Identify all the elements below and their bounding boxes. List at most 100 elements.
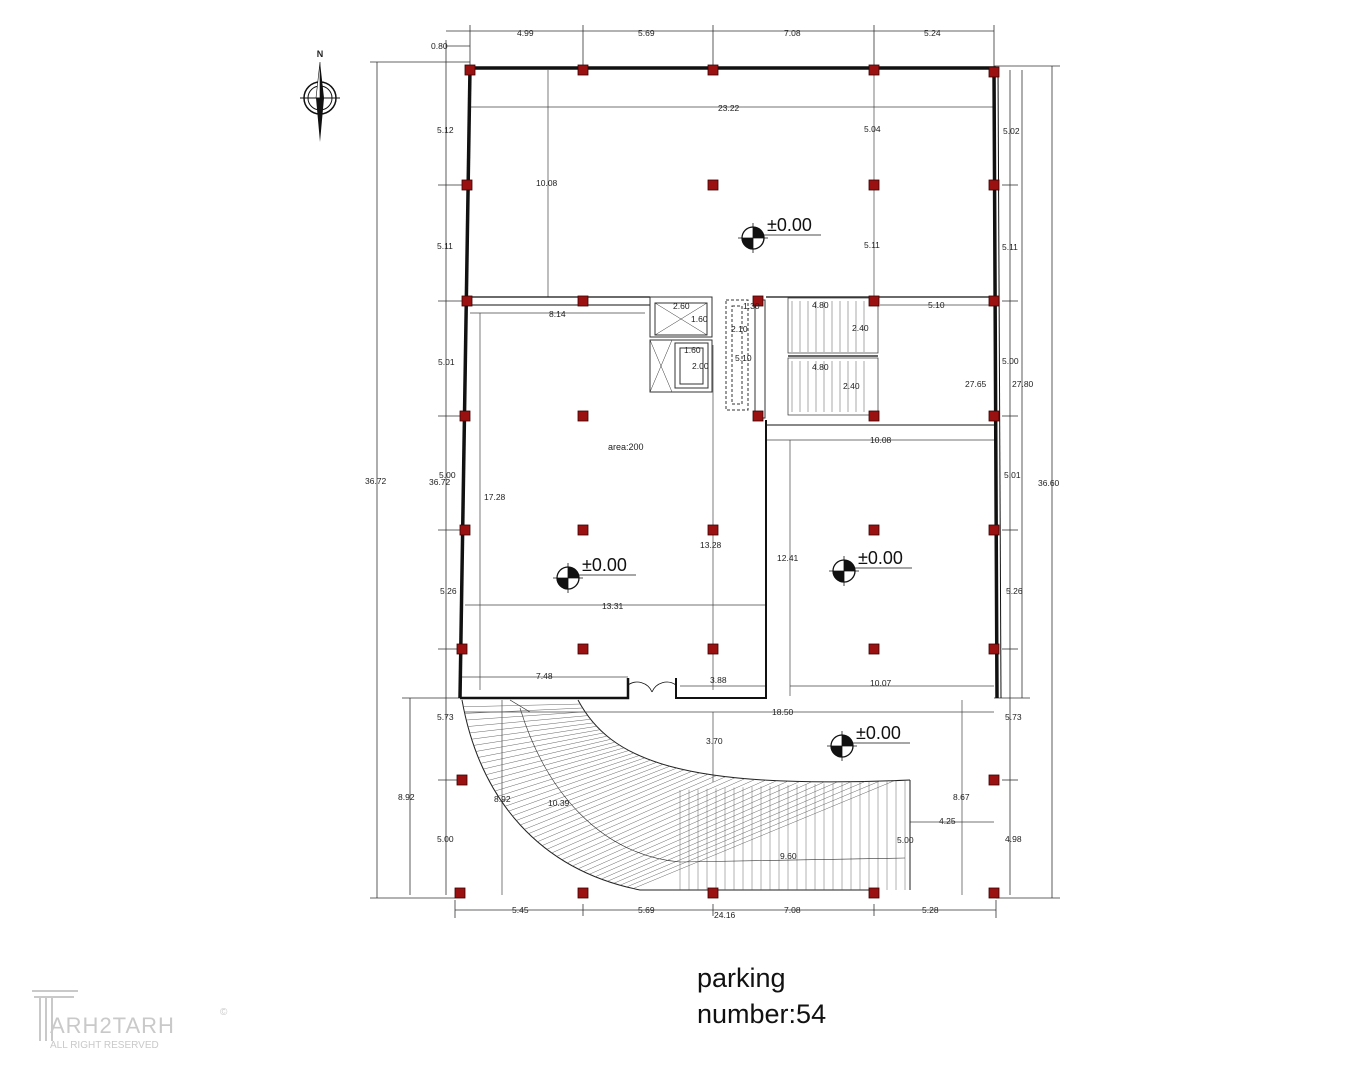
dim-stair-a-w: 4.80 bbox=[812, 300, 829, 310]
dim-w-1008: 10.08 bbox=[870, 435, 892, 445]
column bbox=[988, 524, 1000, 536]
dim-right-4: 5.26 bbox=[1006, 586, 1023, 596]
dim-w-388: 3.88 bbox=[710, 675, 727, 685]
columns bbox=[454, 64, 1000, 899]
column bbox=[868, 524, 880, 536]
area-label: area:200 bbox=[608, 442, 644, 452]
column bbox=[868, 179, 880, 191]
dim-right-0: 5.02 bbox=[1003, 126, 1020, 136]
stair-upper bbox=[787, 297, 879, 416]
dim-h-370: 3.70 bbox=[706, 736, 723, 746]
dim-left-misc-0: 8.92 bbox=[398, 792, 415, 802]
column bbox=[988, 66, 1000, 78]
dim-left-outer: 36.72 bbox=[365, 476, 387, 486]
dim-stair-b-h: 2.40 bbox=[843, 381, 860, 391]
dim-duct-w: 1.30 bbox=[743, 301, 760, 311]
dim-right-3: 5.01 bbox=[1004, 470, 1021, 480]
dim-top-0: 0.80 bbox=[431, 41, 448, 51]
dim-lift-w: 1.60 bbox=[684, 345, 701, 355]
dim-w-1007: 10.07 bbox=[870, 678, 892, 688]
column bbox=[707, 179, 719, 191]
column bbox=[868, 887, 880, 899]
column bbox=[577, 887, 589, 899]
dim-left-5: 5.26 bbox=[440, 586, 457, 596]
column bbox=[868, 295, 880, 307]
column bbox=[577, 64, 589, 76]
dim-left-2: 5.01 bbox=[438, 357, 455, 367]
caption-line-2: number:54 bbox=[697, 999, 827, 1029]
dim-elev-w: 2.60 bbox=[673, 301, 690, 311]
column bbox=[577, 524, 589, 536]
column bbox=[577, 295, 589, 307]
dim-lift-h: 2.00 bbox=[692, 361, 709, 371]
north-arrow-icon: N bbox=[300, 49, 340, 142]
dim-top-2: 5.69 bbox=[638, 28, 655, 38]
watermark-logo: ARH2TARH ALL RIGHT RESERVED © bbox=[32, 990, 228, 1051]
dim-bottom-0: 5.45 bbox=[512, 905, 529, 915]
column bbox=[988, 410, 1000, 422]
column bbox=[707, 524, 719, 536]
dim-top-4: 5.24 bbox=[924, 28, 941, 38]
dim-ramp-len: 9.60 bbox=[780, 851, 797, 861]
dim-left-7: 5.00 bbox=[437, 834, 454, 844]
column bbox=[456, 643, 468, 655]
level-marker: ±0.00 bbox=[829, 548, 912, 586]
dim-top-1: 4.99 bbox=[517, 28, 534, 38]
dim-right-2: 5.00 bbox=[1002, 356, 1019, 366]
dim-height-top: 10.08 bbox=[536, 178, 558, 188]
dim-bottom-4: 5.28 bbox=[922, 905, 939, 915]
dim-right-outer-2: 36.60 bbox=[1038, 478, 1060, 488]
dim-left-1: 5.11 bbox=[437, 241, 453, 251]
dim-duct-a: 2.10 bbox=[731, 324, 748, 334]
dim-w-510: 5.10 bbox=[928, 300, 945, 310]
dim-bottom-2: 24.16 bbox=[714, 910, 736, 920]
column bbox=[752, 295, 764, 307]
column bbox=[577, 643, 589, 655]
watermark-name: ARH2TARH bbox=[50, 1013, 175, 1038]
column bbox=[988, 295, 1000, 307]
level-label: ±0.00 bbox=[858, 548, 903, 568]
dim-right-outer-1: 27.80 bbox=[1012, 379, 1034, 389]
level-label: ±0.00 bbox=[767, 215, 812, 235]
dim-ramp-w: 5.00 bbox=[897, 835, 914, 845]
north-label: N bbox=[317, 49, 324, 59]
dimension-text: 0.80 4.99 5.69 7.08 5.24 5.45 5.69 24.16… bbox=[365, 28, 1060, 920]
dim-h-867: 8.67 bbox=[953, 792, 970, 802]
column bbox=[707, 64, 719, 76]
column bbox=[461, 295, 473, 307]
dim-w-1850: 18.50 bbox=[772, 707, 794, 717]
column bbox=[707, 887, 719, 899]
column bbox=[464, 64, 476, 76]
column bbox=[868, 64, 880, 76]
dim-left-4: 36.72 bbox=[429, 477, 451, 487]
dim-w-748: 7.48 bbox=[536, 671, 553, 681]
dim-h-1328: 13.28 bbox=[700, 540, 722, 550]
dim-bottom-1: 5.69 bbox=[638, 905, 655, 915]
dim-right-6: 4.98 bbox=[1005, 834, 1022, 844]
dim-ramp-radius: 10.39 bbox=[548, 798, 570, 808]
level-marker: ±0.00 bbox=[827, 723, 910, 761]
dim-right-outer-0: 27.65 bbox=[965, 379, 987, 389]
dim-bottom-3: 7.08 bbox=[784, 905, 801, 915]
column bbox=[461, 179, 473, 191]
caption-line-1: parking bbox=[697, 963, 786, 993]
column bbox=[459, 410, 471, 422]
dim-stair-a-h: 2.40 bbox=[852, 323, 869, 333]
dim-stair-b-w: 4.80 bbox=[812, 362, 829, 372]
dim-w-814: 8.14 bbox=[549, 309, 566, 319]
level-label: ±0.00 bbox=[582, 555, 627, 575]
column bbox=[456, 774, 468, 786]
plan-caption: parking number:54 bbox=[697, 960, 826, 1032]
column bbox=[454, 887, 466, 899]
level-marker: ±0.00 bbox=[738, 215, 821, 253]
dim-elev-h: 1.60 bbox=[691, 314, 708, 324]
dim-left-3: 5.00 bbox=[439, 470, 456, 480]
watermark-rights: ALL RIGHT RESERVED bbox=[50, 1040, 159, 1051]
dim-left-misc-1: 8.92 bbox=[494, 794, 511, 804]
column bbox=[752, 410, 764, 422]
column bbox=[707, 643, 719, 655]
column bbox=[988, 774, 1000, 786]
level-label: ±0.00 bbox=[856, 723, 901, 743]
dim-w-425: 4.25 bbox=[939, 816, 956, 826]
